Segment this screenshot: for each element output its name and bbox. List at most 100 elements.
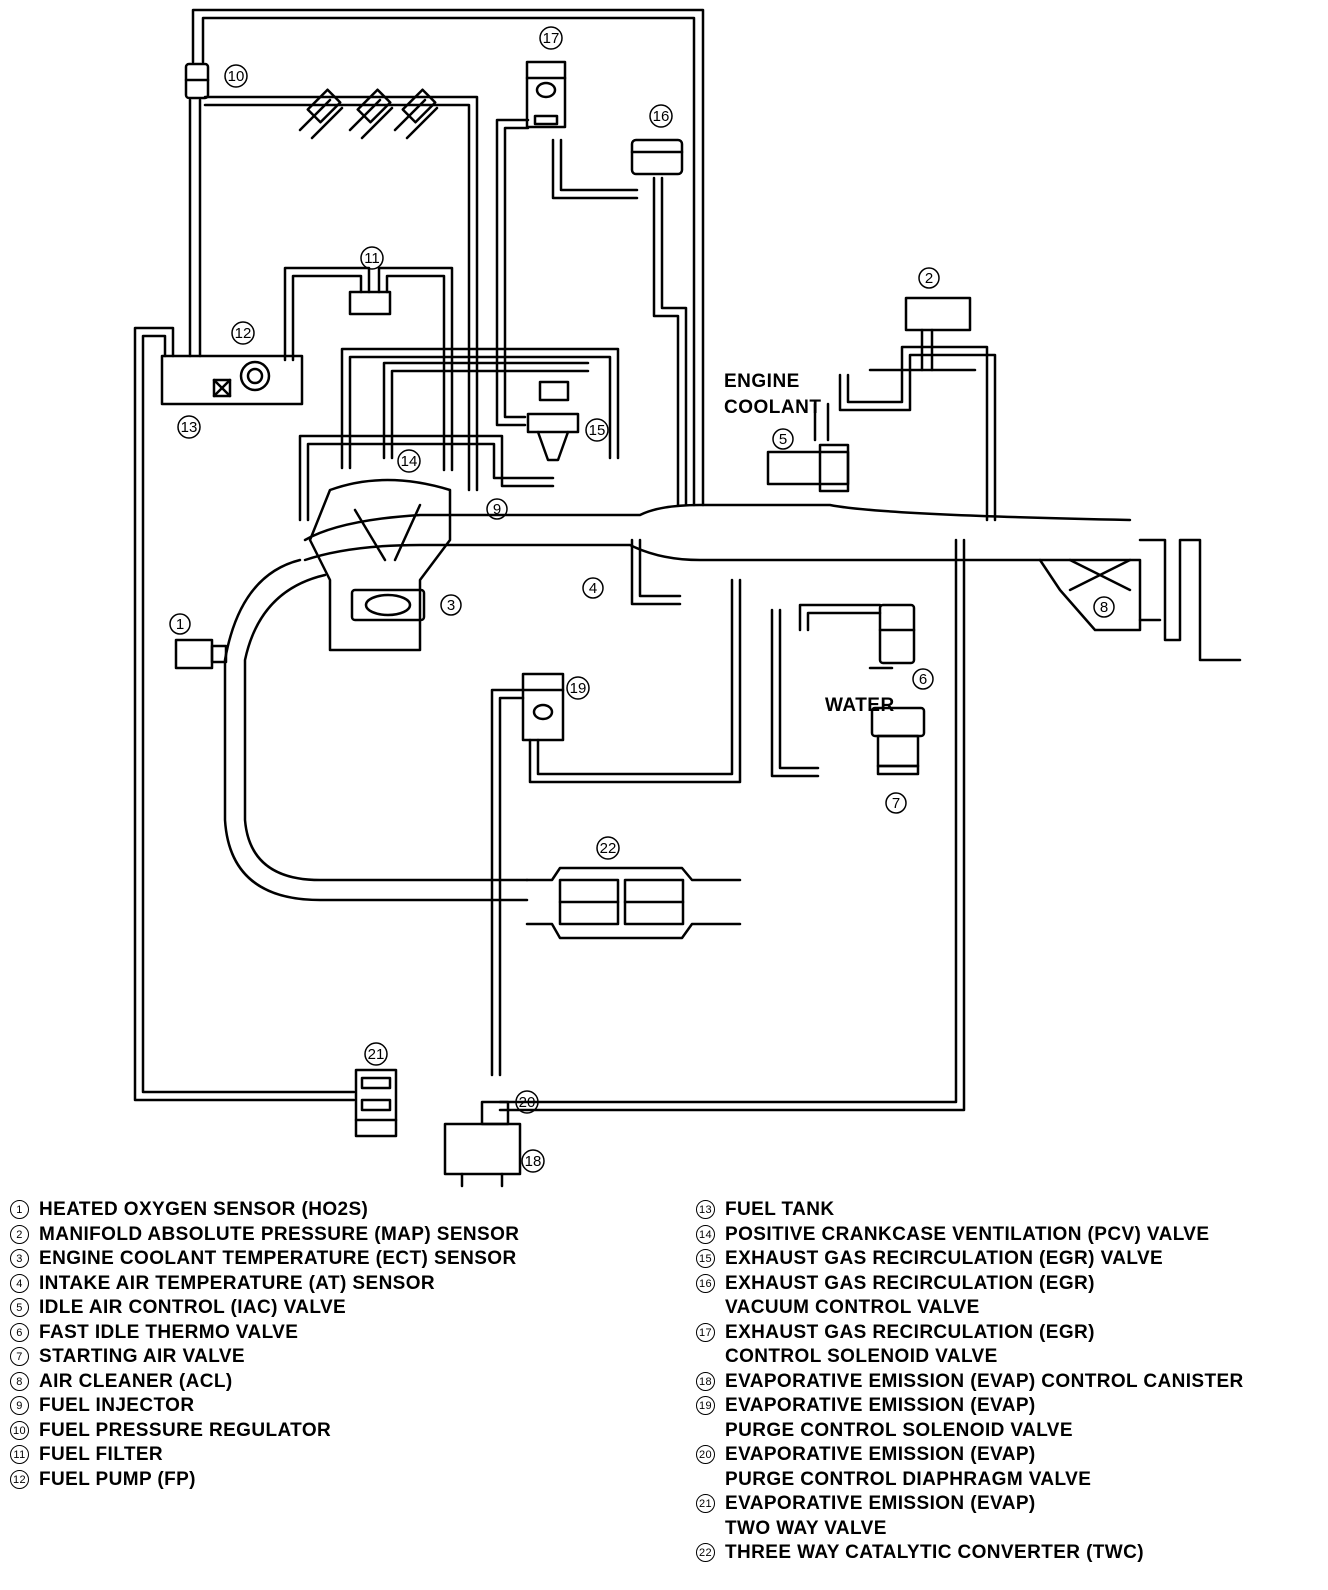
callout-9: 9: [486, 498, 508, 520]
callout-18: 18: [521, 1149, 545, 1173]
legend-text: AIR CLEANER (ACL): [39, 1370, 233, 1392]
callout-4: 4: [582, 577, 604, 599]
engine-coolant-label-line1: ENGINE: [724, 371, 800, 392]
legend-text: EVAPORATIVE EMISSION (EVAP) CONTROL CANI…: [725, 1370, 1244, 1392]
legend-number: 15: [696, 1249, 715, 1268]
legend-number: 5: [10, 1298, 29, 1317]
legend-number: 2: [10, 1224, 29, 1244]
legend-item: CONTROL SOLENOID VALVE: [696, 1345, 1244, 1370]
legend-text: EXHAUST GAS RECIRCULATION (EGR): [725, 1272, 1095, 1294]
map-sensor: [868, 296, 977, 372]
legend-text: VACUUM CONTROL VALVE: [725, 1297, 980, 1318]
svg-text:17: 17: [543, 30, 560, 47]
legend-number: 11: [10, 1445, 29, 1464]
svg-text:18: 18: [525, 1153, 542, 1170]
svg-text:20: 20: [519, 1094, 536, 1111]
egr-control-solenoid: [525, 60, 567, 129]
callout-13: 13: [177, 415, 201, 439]
svg-text:7: 7: [892, 795, 900, 812]
engine-coolant-label-line2: COOLANT: [724, 397, 821, 418]
legend-text: EVAPORATIVE EMISSION (EVAP): [725, 1444, 1036, 1465]
legend-text: EXHAUST GAS RECIRCULATION (EGR): [725, 1321, 1095, 1343]
legend-item: 11 FUEL FILTER: [10, 1443, 519, 1468]
evap-canister: [443, 1100, 522, 1188]
legend-text: FUEL INJECTOR: [39, 1395, 195, 1416]
legend-number: 8: [10, 1371, 29, 1391]
svg-text:21: 21: [368, 1046, 385, 1063]
callout-5: 5: [772, 428, 794, 450]
callout-14: 14: [397, 449, 421, 473]
callout-12: 12: [231, 321, 255, 345]
catalytic-converter: [525, 866, 742, 940]
legend-item: TWO WAY VALVE: [696, 1517, 1244, 1542]
legend-item: 18 EVAPORATIVE EMISSION (EVAP) CONTROL CA…: [696, 1370, 1244, 1395]
callout-7: 7: [885, 792, 907, 814]
callout-21: 21: [364, 1042, 388, 1066]
callout-19: 19: [566, 676, 590, 700]
legend-item: 9 FUEL INJECTOR: [10, 1394, 519, 1419]
callout-11: 11: [360, 246, 384, 270]
legend-item: PURGE CONTROL SOLENOID VALVE: [696, 1419, 1244, 1444]
callout-16: 16: [649, 104, 673, 128]
egr-vacuum-control-valve: [630, 138, 684, 176]
callout-numbers: 1 2 3 4 5 6 7 8 9 10 11 12 13 14 15 16 1…: [169, 26, 1115, 1173]
legend-text: FUEL PRESSURE REGULATOR: [39, 1419, 332, 1441]
legend-text: CONTROL SOLENOID VALVE: [725, 1346, 998, 1367]
legend-text: POSITIVE CRANKCASE VENTILATION (PCV) VAL…: [725, 1223, 1210, 1245]
svg-text:4: 4: [589, 580, 597, 597]
legend-item: 21 EVAPORATIVE EMISSION (EVAP): [696, 1492, 1244, 1517]
legend-item: VACUUM CONTROL VALVE: [696, 1296, 1244, 1321]
fuel-filter: [348, 290, 392, 316]
legend-number: 4: [10, 1273, 29, 1293]
legend-text: PURGE CONTROL SOLENOID VALVE: [725, 1419, 1073, 1441]
iac-valve: [766, 402, 850, 493]
fast-idle-thermo-valve: [868, 603, 916, 670]
legend-number: 21: [696, 1494, 715, 1513]
legend-text: FUEL TANK: [725, 1199, 835, 1220]
legend-text: THREE WAY CATALYTIC CONVERTER (TWC): [725, 1542, 1144, 1563]
svg-text:19: 19: [570, 680, 587, 697]
legend-text: ENGINE COOLANT TEMPERATURE (ECT) SENSOR: [39, 1248, 517, 1269]
legend-number: 9: [10, 1396, 29, 1415]
svg-text:6: 6: [919, 671, 927, 688]
svg-text:1: 1: [176, 616, 184, 633]
egr-valve: [526, 380, 580, 462]
callout-8: 8: [1093, 596, 1115, 618]
legend-number: 18: [696, 1371, 715, 1391]
legend-text: EXHAUST GAS RECIRCULATION (EGR) VALVE: [725, 1248, 1164, 1269]
svg-text:13: 13: [181, 419, 198, 436]
legend-number: 1: [10, 1200, 29, 1219]
legend-item: 17 EXHAUST GAS RECIRCULATION (EGR): [696, 1321, 1244, 1346]
callout-17: 17: [539, 26, 563, 50]
callout-10: 10: [224, 64, 248, 88]
legend-text: STARTING AIR VALVE: [39, 1346, 245, 1367]
callout-2: 2: [918, 267, 940, 289]
legend-text: EVAPORATIVE EMISSION (EVAP): [725, 1493, 1036, 1514]
svg-text:2: 2: [925, 270, 933, 287]
callout-22: 22: [596, 836, 620, 860]
legend-text: MANIFOLD ABSOLUTE PRESSURE (MAP) SENSOR: [39, 1223, 520, 1245]
legend-text: FAST IDLE THERMO VALVE: [39, 1321, 299, 1343]
legend-number: 6: [10, 1322, 29, 1342]
svg-text:9: 9: [493, 501, 501, 518]
callout-6: 6: [912, 668, 934, 690]
legend-item: 15 EXHAUST GAS RECIRCULATION (EGR) VALVE: [696, 1247, 1244, 1272]
callout-1: 1: [169, 613, 191, 635]
engine: [308, 478, 452, 652]
svg-text:11: 11: [364, 250, 380, 267]
svg-text:8: 8: [1100, 599, 1108, 616]
emission-system-diagram: 1 2 3 4 5 6 7 8 9 10 11 12 13 14 15 16 1…: [133, 8, 1242, 1188]
legend-number: 17: [696, 1322, 715, 1342]
callout-15: 15: [585, 418, 609, 442]
vacuum-hoses: [133, 8, 997, 1112]
legend-text: FUEL FILTER: [39, 1444, 164, 1465]
